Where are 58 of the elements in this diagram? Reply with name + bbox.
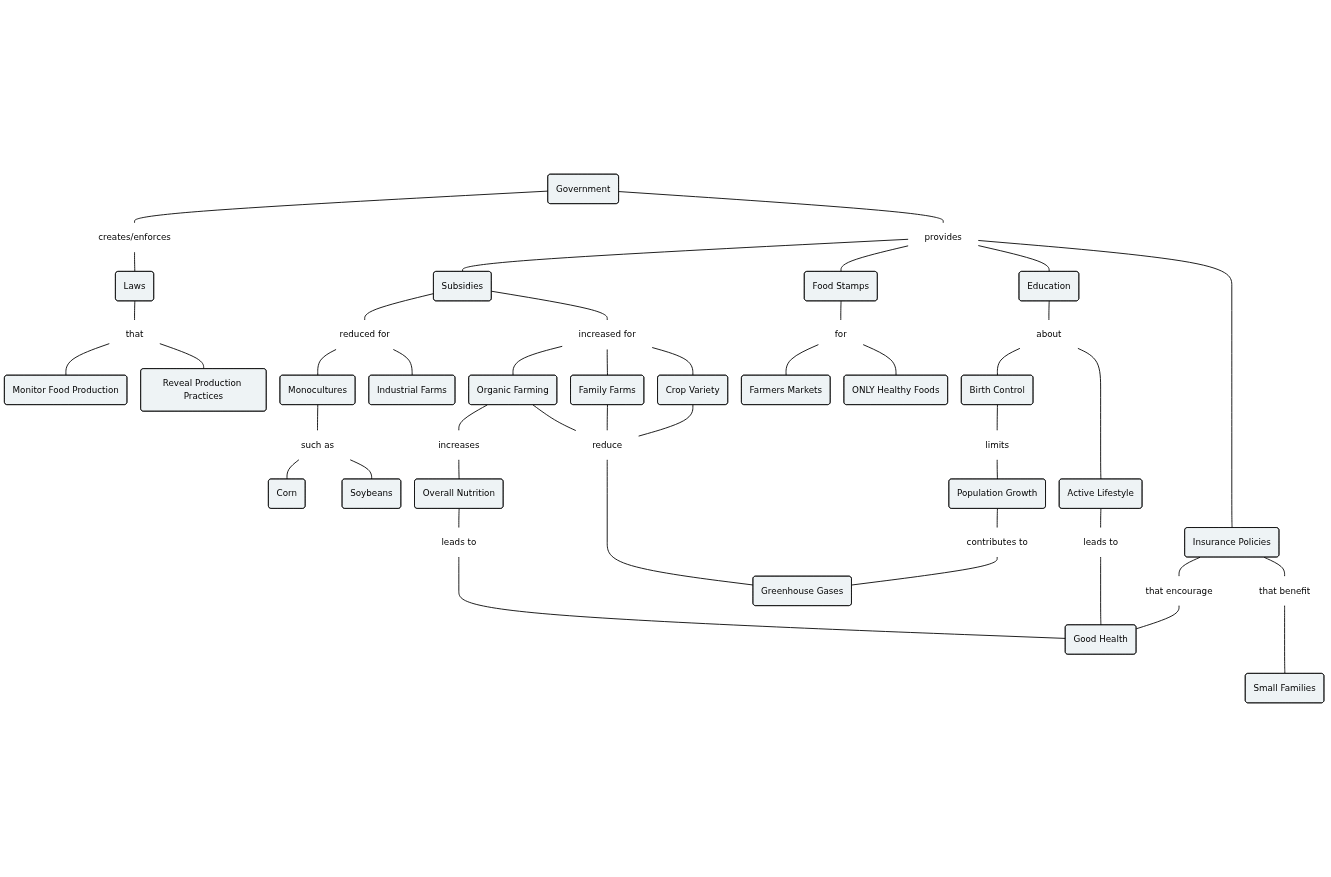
node-text: that [125,329,144,340]
connector [618,191,944,224]
connector [491,290,608,321]
connector [606,349,608,376]
connector [462,238,909,273]
connector [1100,556,1102,626]
connector [996,459,998,480]
connector [364,293,435,321]
connector [1135,605,1180,630]
connector [996,347,1021,376]
connector [651,347,694,376]
node-text: for [834,329,847,340]
node-text: leads to [1083,536,1119,548]
connector [1284,605,1286,675]
node-text: reduced for [339,329,390,340]
connector [996,508,998,528]
node-text: about [1036,329,1062,340]
node-text: limits [985,439,1010,450]
connector [606,404,608,431]
connector [1077,347,1102,480]
connector [862,344,897,376]
connector [840,245,909,273]
connector [1048,300,1050,321]
connector [317,349,337,376]
connector [159,343,205,370]
connector [532,404,577,431]
connector [392,349,413,376]
connector [317,404,319,431]
connector [458,459,460,480]
connector [134,251,136,273]
node-text: that encourage [1145,585,1213,596]
node-text: reduce [592,439,623,450]
connector [977,240,1233,529]
connector [606,459,754,586]
connector [65,343,110,376]
node-text: increases [438,439,480,450]
node-text: such as [300,439,335,450]
node-text: creates/enforces [98,232,171,243]
connector [638,404,694,437]
connector [286,459,300,480]
connector [840,300,842,321]
connector [458,404,488,431]
connector [134,300,136,321]
connector [134,190,549,224]
connector [458,556,1066,639]
connector [785,344,819,376]
connector [458,508,460,528]
node-text: provides [924,232,962,243]
connector [977,245,1050,273]
node-text: that benefit [1258,585,1311,596]
connector [996,404,998,431]
node-text: contributes to [966,536,1028,548]
connector [512,345,563,376]
node-text: increased for [578,329,636,340]
connector [851,556,998,586]
connector [1100,508,1102,528]
connector [349,459,373,480]
node-text: leads to [441,536,477,548]
